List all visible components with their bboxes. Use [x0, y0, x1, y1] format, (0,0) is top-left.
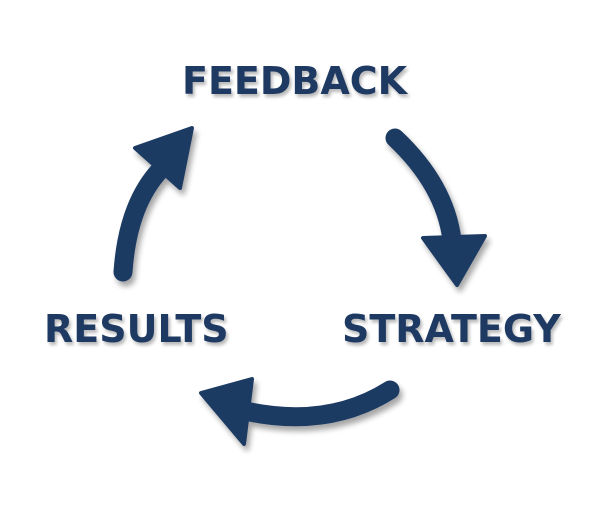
node-label-feedback: FEEDBACK — [182, 59, 408, 103]
node-label-strategy: STRATEGY — [342, 307, 561, 351]
arrow-results-to-feedback — [113, 126, 194, 282]
arrow-strategy-to-results — [199, 377, 400, 446]
arrow-feedback-to-strategy — [385, 128, 487, 287]
node-label-results: RESULTS — [44, 307, 229, 351]
